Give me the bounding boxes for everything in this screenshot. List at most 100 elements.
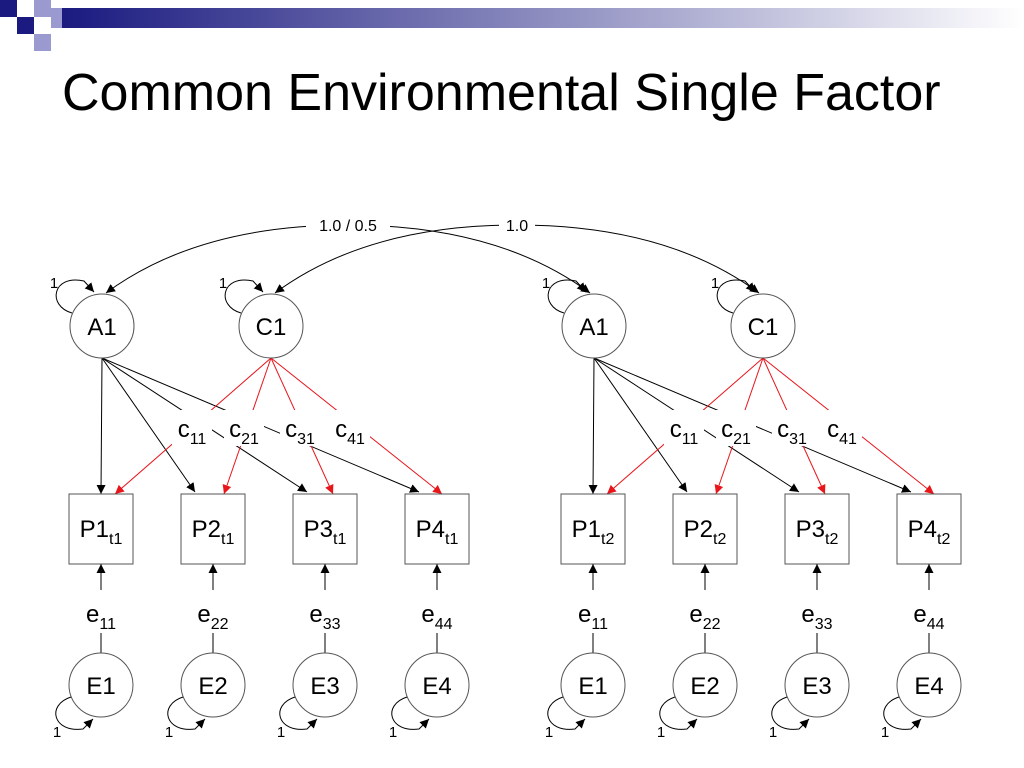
unique-label: E1 — [86, 673, 115, 700]
phenotype-box — [68, 493, 134, 565]
variance-loop — [55, 279, 95, 314]
variance-label: 1 — [277, 724, 285, 741]
error-label: e33 — [309, 601, 340, 633]
a-loading-path — [588, 357, 598, 495]
unique-label: E3 — [802, 673, 831, 700]
a-correlation-arc — [347, 224, 591, 294]
loading-label: c31 — [285, 416, 315, 448]
loading-label: c11 — [178, 416, 207, 448]
unique-circle — [672, 652, 738, 718]
variance-label: 1 — [389, 724, 397, 741]
deco-square — [0, 17, 17, 34]
c-correlation-arc — [274, 224, 518, 294]
loading-label-bg — [772, 410, 812, 446]
unique-circle — [68, 652, 134, 718]
phenotype-box — [672, 493, 738, 565]
unique-label: E4 — [422, 673, 451, 700]
variance-label: 1 — [219, 275, 227, 292]
error-label: e22 — [197, 601, 228, 633]
latent-label: C1 — [748, 314, 779, 341]
a-loading-path — [96, 357, 106, 495]
loading-label-bg — [664, 410, 704, 446]
variance-loop — [167, 696, 206, 730]
variance-loop — [55, 696, 94, 730]
latent-label: A1 — [87, 314, 116, 341]
variance-label: 1 — [165, 724, 173, 741]
variance-loop — [547, 696, 586, 730]
loading-label-bg — [330, 410, 370, 446]
error-label: e33 — [801, 601, 832, 633]
unique-circle — [560, 652, 626, 718]
unique-label: E2 — [690, 673, 719, 700]
loading-label: c41 — [827, 416, 857, 448]
unique-label: E1 — [578, 673, 607, 700]
latent-circle — [238, 293, 304, 359]
loading-label: c41 — [335, 416, 365, 448]
phenotype-label: P4t1 — [416, 516, 459, 548]
phenotype-label: P4t2 — [908, 516, 951, 548]
c-correlation-arc — [516, 224, 760, 294]
unique-label: E3 — [310, 673, 339, 700]
error-label: e11 — [86, 601, 116, 633]
slide-title: Common Environmental Single Factor — [62, 64, 941, 122]
latent-label: C1 — [256, 314, 287, 341]
a-loading-path — [101, 357, 196, 493]
c-correlation-label: 1.0 — [506, 218, 528, 235]
loading-label-bg — [172, 410, 212, 446]
loading-label: c31 — [777, 416, 807, 448]
phenotype-box — [896, 493, 962, 565]
loading-label-bg — [716, 410, 756, 446]
variance-label: 1 — [881, 724, 889, 741]
deco-square — [0, 34, 17, 51]
variance-loop — [716, 279, 756, 314]
header-gradient-bar — [62, 8, 1024, 28]
error-label: e22 — [689, 601, 720, 633]
deco-square — [34, 0, 51, 17]
phenotype-label: P1t1 — [80, 516, 123, 548]
unique-circle — [292, 652, 358, 718]
loading-label-bg — [280, 410, 320, 446]
phenotype-label: P2t1 — [192, 516, 235, 548]
variance-loop — [391, 696, 430, 730]
unique-circle — [404, 652, 470, 718]
variance-label: 1 — [711, 275, 719, 292]
loading-label-bg — [224, 410, 264, 446]
deco-square — [34, 34, 51, 51]
a-loading-path — [593, 357, 688, 493]
variance-loop — [659, 696, 698, 730]
variance-label: 1 — [50, 275, 58, 292]
loading-label: c11 — [670, 416, 699, 448]
variance-loop — [279, 696, 318, 730]
unique-label: E2 — [198, 673, 227, 700]
phenotype-label: P3t2 — [796, 516, 839, 548]
variance-label: 1 — [53, 724, 61, 741]
deco-square — [34, 17, 51, 34]
correlation-label-bg — [306, 213, 390, 235]
variance-loop — [224, 279, 264, 314]
unique-circle — [180, 652, 246, 718]
latent-circle — [730, 293, 796, 359]
unique-label: E4 — [914, 673, 943, 700]
variance-loop — [547, 279, 587, 314]
correlation-label-bg — [499, 213, 535, 235]
deco-square — [0, 0, 17, 17]
phenotype-box — [292, 493, 358, 565]
latent-circle — [561, 293, 627, 359]
variance-loop — [883, 696, 922, 730]
latent-label: A1 — [579, 314, 608, 341]
phenotype-label: P3t1 — [304, 516, 347, 548]
loading-label: c21 — [229, 416, 259, 448]
unique-circle — [896, 652, 962, 718]
error-label: e44 — [421, 601, 452, 633]
deco-square — [17, 0, 34, 17]
deco-square — [51, 8, 62, 28]
variance-loop — [771, 696, 810, 730]
latent-circle — [69, 293, 135, 359]
deco-square — [17, 17, 34, 34]
phenotype-box — [784, 493, 850, 565]
variance-label: 1 — [545, 724, 553, 741]
error-label: e44 — [913, 601, 944, 633]
error-label: e11 — [578, 601, 608, 633]
a-correlation-label: 1.0 / 0.5 — [319, 218, 377, 235]
